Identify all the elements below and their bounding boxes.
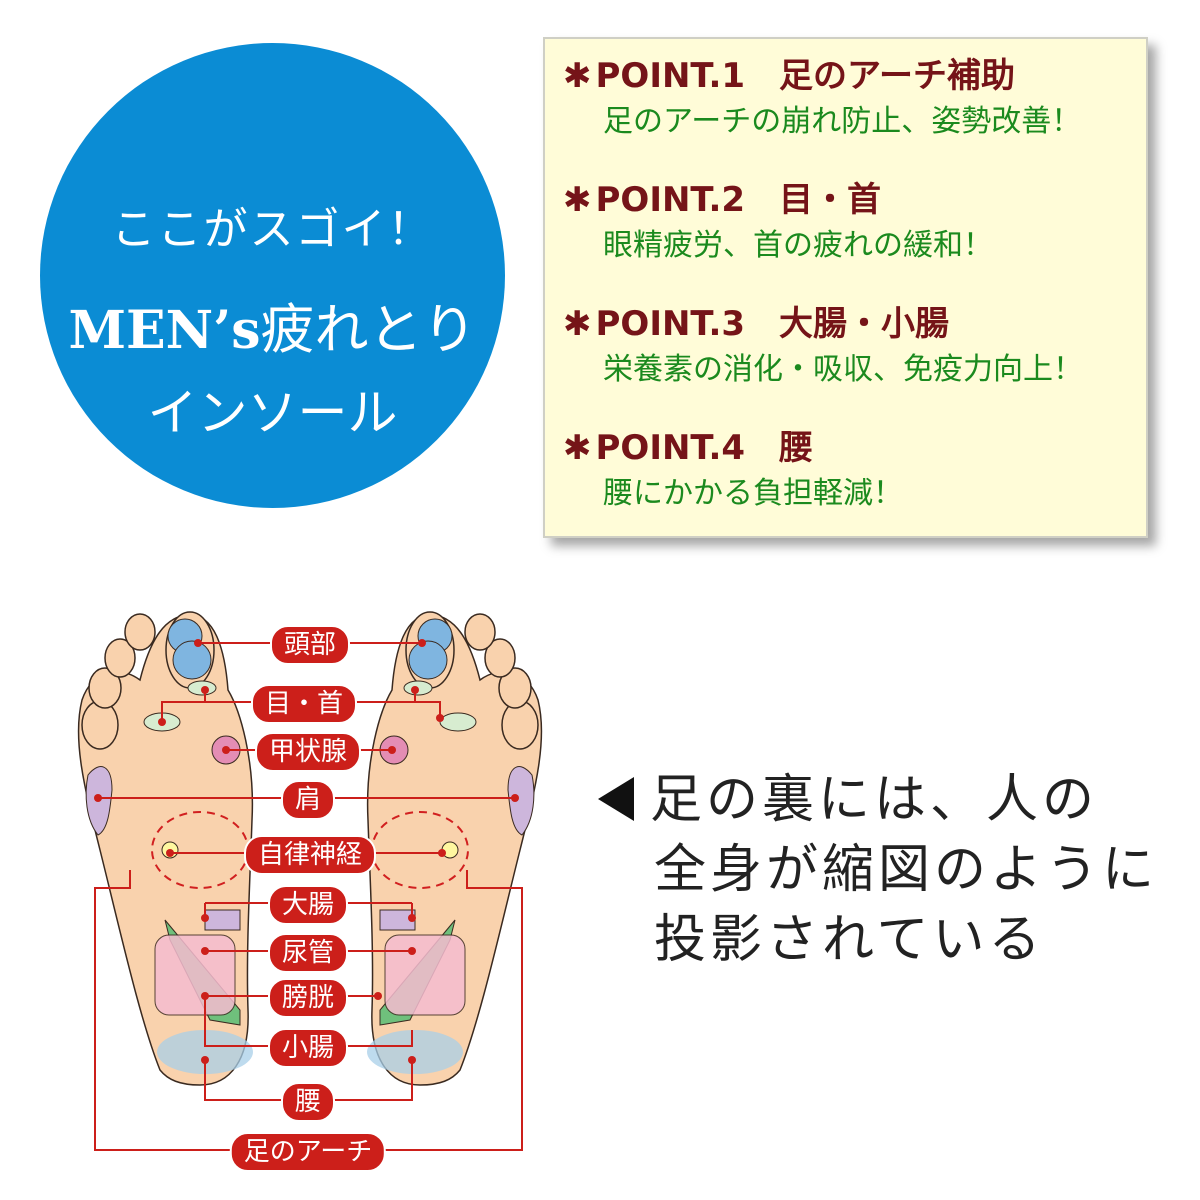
- point-title: POINT.1 足のアーチ補助: [595, 56, 1016, 96]
- asterisk-icon: ✱: [563, 428, 592, 468]
- headline-circle: ここがスゴイ！ MEN’s疲れとり インソール: [40, 43, 505, 508]
- caption-line2: 全身が縮図のように: [654, 840, 1159, 900]
- caption: 足の裏には、人の 全身が縮図のように 投影されている: [598, 765, 1158, 975]
- point-1: ✱POINT.1 足のアーチ補助 足のアーチの崩れ防止、姿勢改善！: [563, 51, 1081, 143]
- points-box: ✱POINT.1 足のアーチ補助 足のアーチの崩れ防止、姿勢改善！ ✱POINT…: [543, 37, 1148, 538]
- label-eye-neck: 目・首: [250, 684, 358, 724]
- label-small-intestine: 小腸: [267, 1028, 349, 1068]
- headline-brand: MEN’s: [68, 300, 261, 361]
- label-large-intestine: 大腸: [267, 885, 349, 925]
- asterisk-icon: ✱: [563, 56, 592, 96]
- asterisk-icon: ✱: [563, 304, 592, 344]
- label-foot-arch: 足のアーチ: [229, 1132, 387, 1172]
- point-desc: 眼精疲労、首の疲れの緩和！: [603, 228, 993, 263]
- point-title: POINT.3 大腸・小腸: [595, 304, 950, 344]
- point-title: POINT.2 目・首: [595, 180, 882, 220]
- left-triangle-icon: [598, 777, 634, 821]
- label-waist: 腰: [280, 1082, 336, 1122]
- label-head: 頭部: [269, 625, 351, 665]
- caption-line3: 投影されている: [654, 910, 1045, 970]
- asterisk-icon: ✱: [563, 180, 592, 220]
- point-desc: 足のアーチの崩れ防止、姿勢改善！: [603, 104, 1082, 139]
- point-4: ✱POINT.4 腰 腰にかかる負担軽減！: [563, 423, 903, 515]
- label-shoulder: 肩: [280, 780, 336, 820]
- headline-product: 疲れとり: [260, 298, 477, 361]
- label-thyroid: 甲状腺: [254, 732, 362, 772]
- left-foot: [77, 611, 254, 1086]
- point-2: ✱POINT.2 目・首 眼精疲労、首の疲れの緩和！: [563, 175, 993, 267]
- headline-line1: ここがスゴイ！: [111, 204, 434, 255]
- point-title: POINT.4 腰: [595, 428, 814, 468]
- label-ureter: 尿管: [267, 933, 349, 973]
- point-desc: 栄養素の消化・吸収、免疫力向上！: [603, 352, 1083, 387]
- point-dots: [94, 639, 519, 1064]
- headline-line2: MEN’s疲れとり: [40, 285, 505, 364]
- caption-line1: 足の裏には、人の: [650, 770, 1099, 830]
- point-desc: 腰にかかる負担軽減！: [603, 476, 903, 511]
- headline-line3: インソール: [147, 384, 398, 442]
- right-foot: [366, 611, 543, 1086]
- label-bladder: 膀胱: [267, 978, 349, 1018]
- point-3: ✱POINT.3 大腸・小腸 栄養素の消化・吸収、免疫力向上！: [563, 299, 1083, 391]
- label-autonomic-nerve: 自律神経: [243, 835, 377, 875]
